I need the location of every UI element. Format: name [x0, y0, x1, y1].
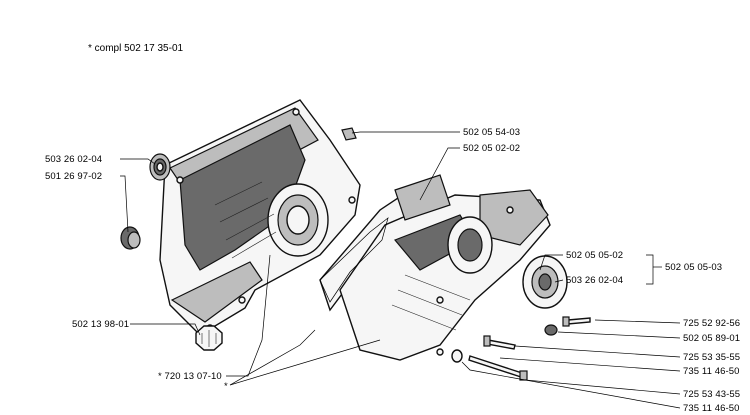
part-number-label: 503 26 02-04 [45, 154, 102, 165]
washer-part [544, 324, 558, 336]
washer-lower [451, 349, 463, 363]
screw-middle [483, 335, 516, 350]
part-number-label: 735 11 46-50 [683, 403, 740, 414]
seal-part [120, 226, 141, 250]
assembly-note: * compl 502 17 35-01 [88, 43, 184, 54]
bearing-left [149, 153, 171, 181]
part-number-label: 502 05 89-01 [683, 333, 740, 344]
gasket-part [319, 217, 389, 303]
part-number-label: 502 05 05-02 [566, 250, 623, 261]
part-number-label: * 720 13 07-10 [158, 371, 222, 382]
nut-part [195, 325, 223, 351]
part-labels: 503 26 02-04 501 26 97-02 502 05 54-03 5… [45, 127, 740, 414]
part-number-label: 501 26 97-02 [45, 171, 102, 182]
part-number-label: 502 13 98-01 [72, 319, 129, 330]
part-number-label: 503 26 02-04 [566, 275, 623, 286]
part-number-label: 725 53 35-55 [683, 352, 740, 363]
plug-part [341, 127, 357, 141]
part-number-label: 725 53 43-55 [683, 389, 740, 400]
left-crankcase-half [159, 99, 361, 336]
screw-upper [562, 316, 591, 327]
asterisk-marker: * [224, 381, 228, 392]
part-number-label: 502 05 05-03 [665, 262, 722, 273]
bearing-right [522, 255, 568, 309]
part-number-label: 502 05 02-02 [463, 143, 520, 154]
part-number-label: 502 05 54-03 [463, 127, 520, 138]
part-number-label: 725 52 92-56 [683, 318, 740, 329]
part-number-label: 735 11 46-50 [683, 366, 740, 377]
leader-lines [120, 131, 681, 409]
